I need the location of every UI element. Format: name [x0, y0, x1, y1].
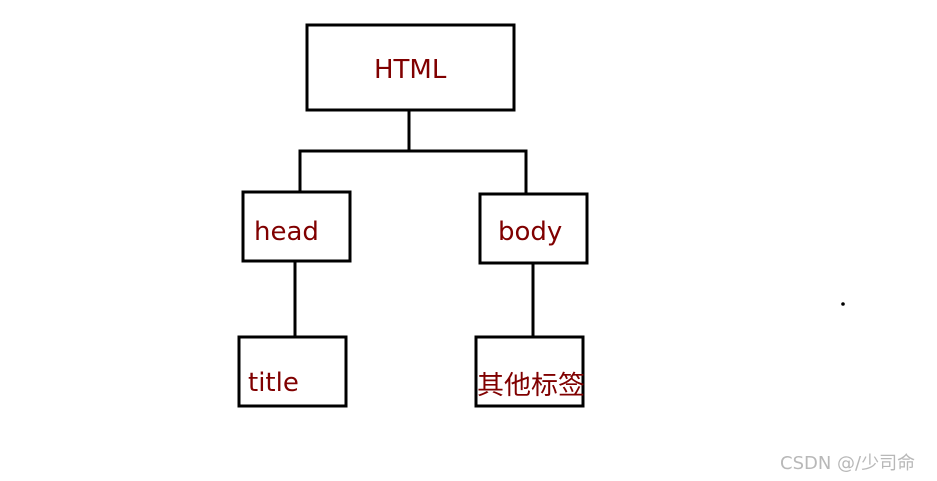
stray-dot	[841, 302, 845, 306]
node-head-box	[241, 190, 352, 263]
node-other-tags-box	[474, 335, 585, 408]
node-other-tags: 其他标签	[474, 335, 585, 408]
node-title-label: title	[248, 368, 299, 398]
node-html: HTML	[305, 23, 516, 112]
node-body-label: body	[498, 217, 562, 247]
node-body: body	[478, 192, 589, 265]
node-body-box	[478, 192, 589, 265]
node-head: head	[241, 190, 352, 263]
watermark: CSDN @/少司命	[780, 453, 916, 474]
node-title: title	[237, 335, 348, 408]
node-html-label: HTML	[374, 55, 447, 85]
node-other-tags-label: 其他标签	[477, 371, 585, 401]
node-head-label: head	[254, 217, 319, 247]
node-title-box	[237, 335, 348, 408]
node-html-box	[305, 23, 516, 112]
